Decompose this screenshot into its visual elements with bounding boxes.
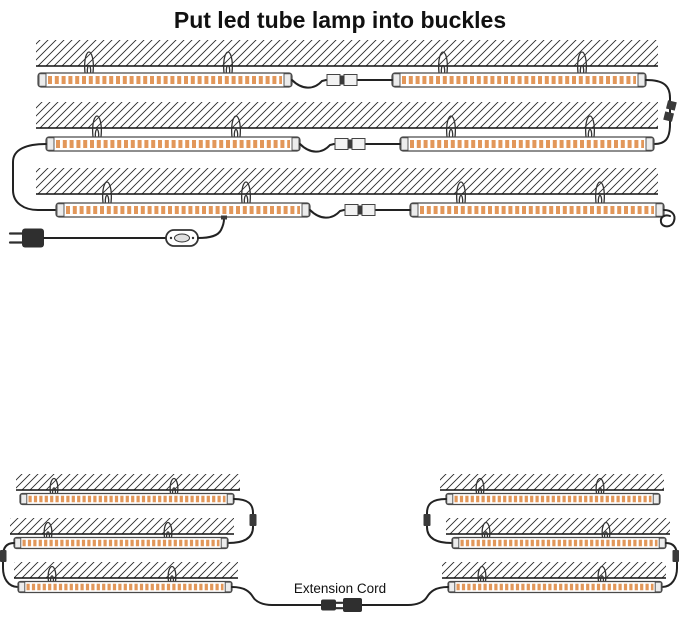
bottom-left-array: [0, 474, 322, 606]
inline-connector: [423, 514, 431, 526]
link-cable: [645, 79, 671, 145]
power-plug: [8, 228, 44, 248]
inline-connector: [249, 514, 257, 526]
led-tube: [38, 73, 292, 87]
mid-connector: [299, 137, 401, 153]
extension-cord-label: Extension Cord: [294, 581, 386, 596]
ceiling-strip: [442, 562, 666, 579]
page-title: Put led tube lamp into buckles: [174, 7, 506, 33]
led-tube: [448, 582, 662, 593]
led-tube: [452, 538, 666, 549]
inline-connector: [0, 550, 7, 562]
ceiling-strip: [446, 518, 670, 535]
inline-connector: [672, 550, 679, 562]
led-tube: [14, 538, 228, 549]
led-tube: [400, 137, 654, 151]
bottom-right-array: [361, 474, 679, 606]
cord-port: [221, 215, 227, 220]
led-tube: [410, 203, 664, 217]
ceiling-strip: [36, 168, 658, 195]
inline-switch: [165, 229, 199, 247]
extension-cable: [361, 586, 449, 606]
ceiling-strip: [36, 40, 658, 67]
ceiling-strip: [440, 474, 664, 491]
led-tube: [392, 73, 646, 87]
slack-cable: [659, 209, 676, 228]
power-cord: [197, 216, 225, 239]
extension-cable: [231, 586, 322, 606]
ceiling-strip: [36, 102, 658, 129]
extension-cord-junction: Extension Cord: [294, 581, 386, 612]
led-tube: [18, 582, 232, 593]
led-tube: [46, 137, 300, 151]
led-tube: [56, 203, 310, 217]
led-tube: [20, 494, 234, 505]
led-tube: [446, 494, 660, 505]
extension-plug: [321, 598, 362, 612]
inline-connector: [663, 100, 677, 122]
mid-connector: [309, 203, 411, 219]
link-cable: [12, 143, 57, 212]
top-installation-diagram: [8, 40, 677, 248]
mid-connector: [291, 73, 393, 89]
